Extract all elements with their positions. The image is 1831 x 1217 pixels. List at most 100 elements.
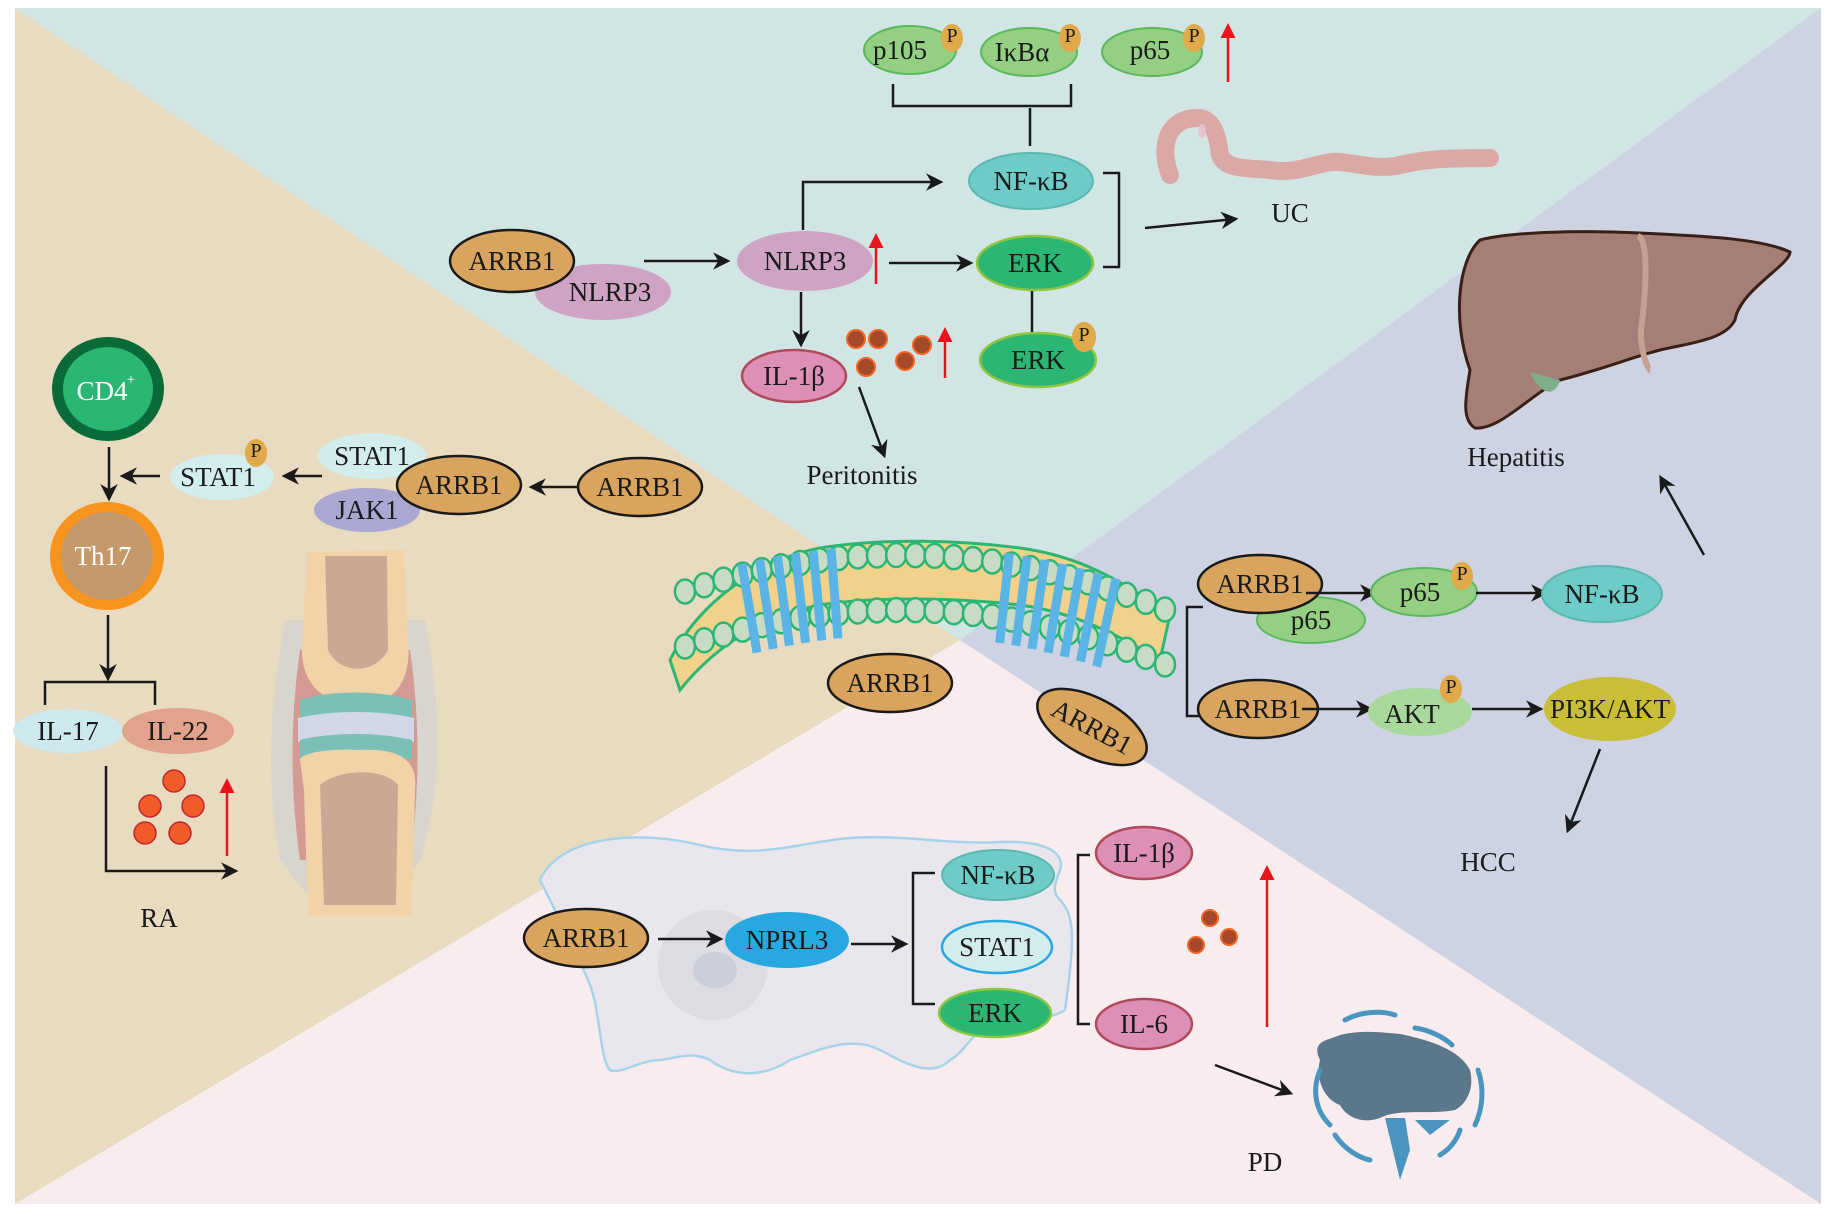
arrb1-label: ARRB1	[846, 668, 933, 698]
transmembrane-helix	[808, 550, 827, 641]
erk-node: ERK	[975, 234, 1095, 292]
nprl3-label: NPRL3	[746, 925, 829, 955]
transmembrane-helix	[773, 555, 794, 647]
arrb1-label: ARRB1	[468, 246, 555, 276]
cd4-superscript: +	[127, 372, 135, 388]
lipid-head	[712, 566, 735, 593]
arrow	[104, 766, 239, 880]
lipid-head	[942, 598, 966, 626]
p65-node: p65 P	[1101, 24, 1205, 77]
bracket	[1076, 853, 1090, 1026]
erk-label: ERK	[968, 998, 1023, 1028]
phospho-label: P	[1188, 25, 1199, 47]
il1b-node: IL-1β	[740, 348, 848, 404]
akt-label: AKT	[1384, 699, 1440, 729]
il22-node: IL-22	[122, 708, 234, 754]
arrb1-label: ARRB1	[415, 470, 502, 500]
lipid-head	[1115, 581, 1138, 609]
brain-icon	[1313, 1009, 1485, 1180]
lipid-head	[692, 572, 716, 599]
lipid-head	[846, 598, 870, 625]
transmembrane-helix	[1011, 555, 1032, 647]
lipid-head	[904, 596, 927, 624]
stat1-arrb1-jak1-complex: STAT1 JAK1 ARRB1	[314, 433, 523, 532]
jak1-label: JAK1	[335, 495, 398, 525]
phospho-label: P	[946, 25, 957, 47]
il22-label: IL-22	[147, 716, 208, 746]
stat1-node: STAT1	[940, 919, 1054, 975]
il17-label: IL-17	[37, 716, 98, 746]
arrow-to-uc	[1144, 211, 1239, 230]
cytokine-dots	[1187, 909, 1238, 954]
p65-label: p65	[1291, 605, 1332, 635]
lipid-head	[884, 541, 908, 569]
pi3k-label: PI3K/AKT	[1550, 694, 1671, 724]
th17-label: Th17	[75, 541, 132, 571]
nlrp3-label: NLRP3	[569, 277, 652, 307]
p65-label: p65	[1400, 577, 1441, 607]
membrane-proteins	[737, 548, 1121, 668]
nucleolus	[693, 952, 737, 988]
arrb1-label: ARRB1	[596, 472, 683, 502]
il6-node: IL-6	[1094, 997, 1194, 1051]
lipid-head	[1134, 588, 1158, 616]
arrb1-membrane-left: ARRB1	[826, 652, 954, 714]
pd-label: PD	[1248, 1147, 1283, 1177]
hepatitis-label: Hepatitis	[1467, 442, 1564, 472]
nfkb-node: NF-κB	[968, 152, 1094, 210]
lipid-head	[1134, 643, 1158, 671]
lipid-head	[865, 597, 889, 624]
arrb1-p65-complex: p65 ARRB1	[1196, 553, 1366, 644]
phospho-label: P	[250, 440, 261, 462]
nlrp3-label: NLRP3	[764, 246, 847, 276]
arrb1-label: ARRB1	[1216, 569, 1303, 599]
transmembrane-helix	[755, 559, 778, 650]
nfkb-label: NF-κB	[1564, 579, 1639, 609]
bracket	[911, 871, 935, 1006]
th17-cell: Th17	[50, 502, 164, 610]
phospho-badge	[1440, 675, 1462, 703]
il1b-label: IL-1β	[1113, 838, 1175, 868]
erk-label: ERK	[1008, 248, 1063, 278]
arrb1-node: ARRB1	[522, 907, 650, 969]
arrow	[857, 386, 888, 459]
ra-label: RA	[140, 903, 178, 933]
transmembrane-helix	[1043, 563, 1068, 654]
uc-pathway: p105 P IκBα P p65 P NF-κB ERK	[448, 23, 1499, 490]
transmembrane-helix	[1027, 559, 1050, 650]
p105-node: p105 P	[863, 24, 963, 75]
stat1-phospho-node: STAT1 P	[170, 439, 274, 500]
peritonitis-label: Peritonitis	[806, 460, 917, 490]
phospho-label: P	[1078, 324, 1089, 346]
transmembrane-helix	[790, 552, 811, 644]
nfkb-node: NF-κB	[1541, 565, 1663, 623]
lipid-head	[923, 542, 946, 570]
lipid-head	[904, 541, 927, 569]
bracket	[1103, 171, 1121, 269]
lipid-head	[846, 543, 870, 570]
liver-pathway: Hepatitis p65 ARRB1 p65 P NF-κB ARRB1	[1185, 230, 1792, 877]
cd4-label: CD4	[76, 376, 128, 406]
stat1-label: STAT1	[959, 932, 1035, 962]
arrow	[1659, 474, 1706, 556]
lipid-head	[942, 543, 966, 571]
pi3k-akt-node: PI3K/AKT	[1544, 677, 1676, 741]
lipid-head	[1153, 596, 1177, 623]
bracket	[891, 84, 1073, 108]
arrow	[1565, 748, 1602, 834]
lipid-head	[865, 542, 889, 569]
phospho-label: P	[1064, 25, 1075, 47]
transmembrane-helix	[1076, 572, 1103, 663]
nprl3-node: NPRL3	[725, 912, 849, 968]
lipid-head	[673, 633, 697, 660]
stat1-label: STAT1	[334, 441, 410, 471]
bracket	[43, 680, 157, 705]
lipid-head	[961, 600, 985, 628]
colon-icon	[1156, 109, 1499, 184]
il6-label: IL-6	[1120, 1009, 1168, 1039]
transmembrane-helix	[995, 552, 1014, 644]
il1b-node: IL-1β	[1094, 825, 1194, 881]
lipid-head	[1115, 636, 1138, 664]
phospho-badge	[941, 24, 963, 52]
